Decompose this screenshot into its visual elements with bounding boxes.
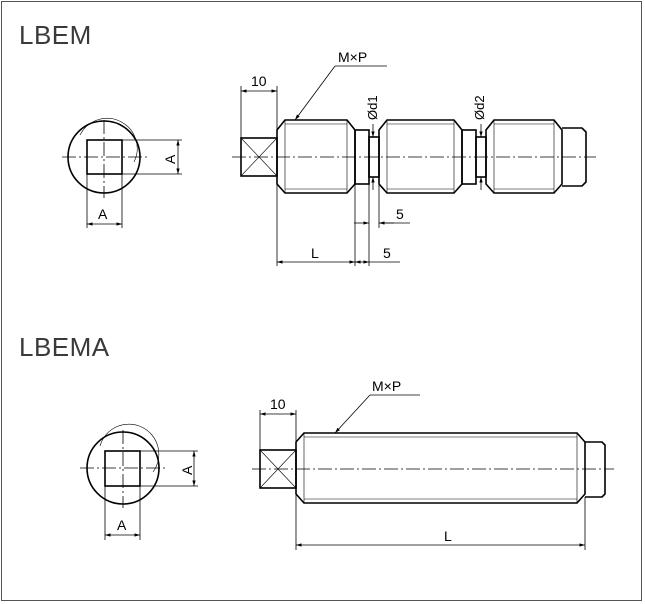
lbema-label-a-horizontal: A bbox=[117, 517, 127, 533]
lbem-side-view bbox=[232, 65, 596, 266]
lbem-label-d2: Ød2 bbox=[472, 95, 487, 120]
lbem-label-d1: Ød1 bbox=[365, 95, 380, 120]
section-title-lbema: LBEMA bbox=[19, 332, 110, 362]
lbema-label-l: L bbox=[444, 528, 452, 544]
lbem-end-view bbox=[62, 118, 182, 228]
section-title-lbem: LBEM bbox=[19, 20, 92, 50]
lbem-label-a-vertical: A bbox=[162, 154, 178, 164]
lbema-label-10: 10 bbox=[270, 396, 286, 412]
lbema-label-thread: M×P bbox=[372, 378, 401, 394]
lbem-label-thread: M×P bbox=[338, 49, 367, 65]
lbem-label-l: L bbox=[311, 245, 319, 261]
lbem-label-10: 10 bbox=[251, 73, 267, 89]
lbema-end-view bbox=[80, 423, 198, 540]
lbem-label-5-lower: 5 bbox=[383, 245, 391, 261]
lbema-label-a-vertical: A bbox=[179, 465, 195, 475]
lbem-label-5-upper: 5 bbox=[396, 206, 404, 222]
lbema-side-view bbox=[252, 394, 614, 550]
lbem-label-a-horizontal: A bbox=[98, 206, 108, 222]
